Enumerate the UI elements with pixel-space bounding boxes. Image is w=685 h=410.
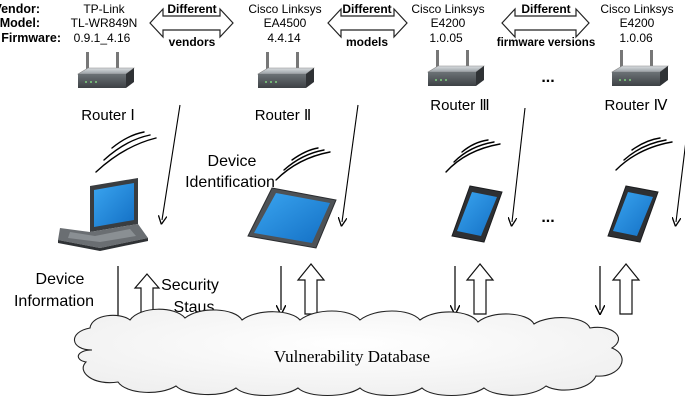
router-2	[256, 52, 315, 88]
device-information-label-2: Information	[14, 293, 94, 310]
vendor-label: Vendor:	[0, 2, 40, 16]
phone-icon	[607, 185, 659, 243]
wifi-signal-icon	[275, 147, 331, 181]
device-information-label-1: Device	[36, 271, 85, 288]
wifi-signal-icon	[615, 137, 673, 171]
ellipsis-top: ...	[541, 69, 554, 86]
up-arrow-icon	[611, 263, 641, 315]
router-1-label: Router Ⅰ	[81, 107, 135, 124]
router-3	[426, 50, 485, 86]
router-3-vendor: Cisco Linksys	[411, 2, 484, 16]
ellipsis-bottom: ...	[541, 209, 554, 226]
router-2-vendor: Cisco Linksys	[248, 2, 321, 16]
comparison-3-line1: Different	[521, 2, 570, 16]
router-1-info: TP-Link TL-WR849N 0.9.1_4.16	[71, 2, 138, 45]
router-4-vendor: Cisco Linksys	[600, 2, 673, 16]
router-icon	[610, 50, 669, 86]
router-4-info: Cisco Linksys E4200 1.0.06	[600, 2, 673, 45]
device-identification-label-2: Identification	[185, 174, 275, 191]
router-4-model: E4200	[620, 16, 655, 30]
up-arrow-icon	[296, 263, 326, 315]
double-arrow-icon	[501, 7, 590, 39]
router-3-firmware: 1.0.05	[429, 31, 463, 45]
header-labels: Vendor: Model: Firmware:	[0, 2, 61, 45]
comparison-1-line2: vendors	[169, 35, 216, 49]
router-3-model: E4200	[431, 16, 466, 30]
model-label: Model:	[0, 16, 40, 30]
cloud-icon: Vulnerability Database	[73, 308, 623, 396]
phone-icon	[451, 185, 503, 243]
router-2-model: EA4500	[264, 16, 307, 30]
router-icon	[76, 52, 135, 88]
tablet-icon	[247, 187, 337, 249]
router-3-info: Cisco Linksys E4200 1.0.05	[411, 2, 484, 45]
router-icon	[256, 52, 315, 88]
router-1	[76, 52, 135, 88]
router-1-model: TL-WR849N	[71, 16, 138, 30]
comparison-1-line1: Different	[167, 2, 216, 16]
device-identification-label-1: Device	[208, 153, 257, 170]
comparison-arrow-1: Different vendors	[149, 2, 234, 49]
router-icon	[426, 50, 485, 86]
status-arrows	[133, 263, 641, 323]
double-arrow-icon	[327, 7, 408, 39]
wifi-signal-icon	[445, 139, 501, 173]
firmware-label: Firmware:	[1, 31, 61, 45]
double-arrow-icon	[149, 7, 234, 39]
comparison-2-line1: Different	[342, 2, 391, 16]
router-4-label: Router Ⅳ	[604, 97, 667, 114]
database-label: Vulnerability Database	[274, 347, 430, 366]
router-1-vendor: TP-Link	[83, 2, 125, 16]
wifi-signal-icon	[95, 131, 157, 173]
router-4	[610, 50, 669, 86]
comparison-arrow-3: Different firmware versions	[497, 2, 595, 49]
identification-arrows	[162, 104, 685, 222]
up-arrow-icon	[465, 263, 495, 315]
router-4-firmware: 1.0.06	[619, 31, 653, 45]
router-2-info: Cisco Linksys EA4500 4.4.14	[248, 2, 321, 45]
laptop-icon	[58, 178, 148, 251]
security-status-label-1: Security	[161, 277, 219, 294]
router-1-firmware: 0.9.1_4.16	[74, 31, 131, 45]
comparison-3-line2: firmware versions	[497, 37, 595, 49]
router-3-label: Router Ⅲ	[430, 97, 490, 114]
router-2-label: Router Ⅱ	[255, 107, 312, 124]
comparison-arrow-2: Different models	[327, 2, 408, 49]
comparison-2-line2: models	[346, 35, 388, 49]
router-2-firmware: 4.4.14	[267, 31, 301, 45]
